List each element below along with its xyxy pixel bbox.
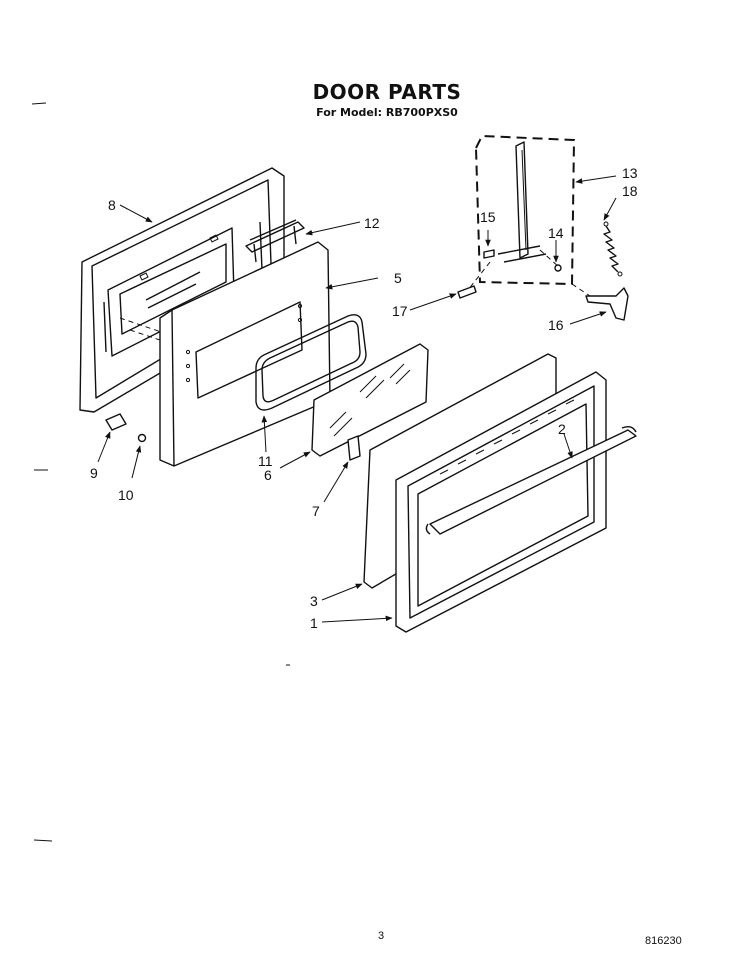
part-16-hinge-arm [571, 283, 629, 321]
part-2-door-handle [425, 425, 637, 535]
part-10-screw [137, 433, 147, 443]
callout-9: 9 [90, 465, 98, 481]
callout-16: 16 [548, 317, 564, 333]
part-6-window-glass [311, 343, 429, 457]
part-17-pin [457, 285, 477, 299]
callout-10: 10 [118, 487, 134, 503]
callout-15: 15 [480, 209, 496, 225]
page-number: 3 [378, 930, 385, 942]
callout-8: 8 [108, 197, 116, 213]
part-5-door-panel [159, 241, 331, 467]
callout-7: 7 [312, 503, 320, 519]
document-code: 816230 [645, 935, 682, 947]
callout-18: 18 [622, 183, 638, 199]
callout-3: 3 [310, 593, 318, 609]
callout-6: 6 [264, 467, 272, 483]
margin-marks [31, 102, 290, 842]
hinge-assembly [467, 134, 576, 291]
callout-17: 17 [392, 303, 408, 319]
part-9-hinge-bracket [105, 413, 127, 431]
callout-14: 14 [548, 225, 564, 241]
frame-vent-slots [439, 399, 575, 475]
callout-12: 12 [364, 215, 380, 231]
callout-2: 2 [558, 421, 566, 437]
callout-1: 1 [310, 615, 318, 631]
callout-11: 11 [258, 453, 273, 469]
part-18-spring [603, 221, 623, 277]
part-11-window-gasket [255, 314, 367, 411]
model-subtitle: For Model: RB700PXS0 [316, 106, 458, 119]
page-title: DOOR PARTS [312, 80, 462, 104]
part-12-top-channel [245, 219, 305, 263]
part-7-glass-clip [347, 435, 361, 461]
callout-5: 5 [394, 270, 402, 286]
callout-13: 13 [622, 165, 638, 181]
leader-lines [97, 175, 617, 623]
